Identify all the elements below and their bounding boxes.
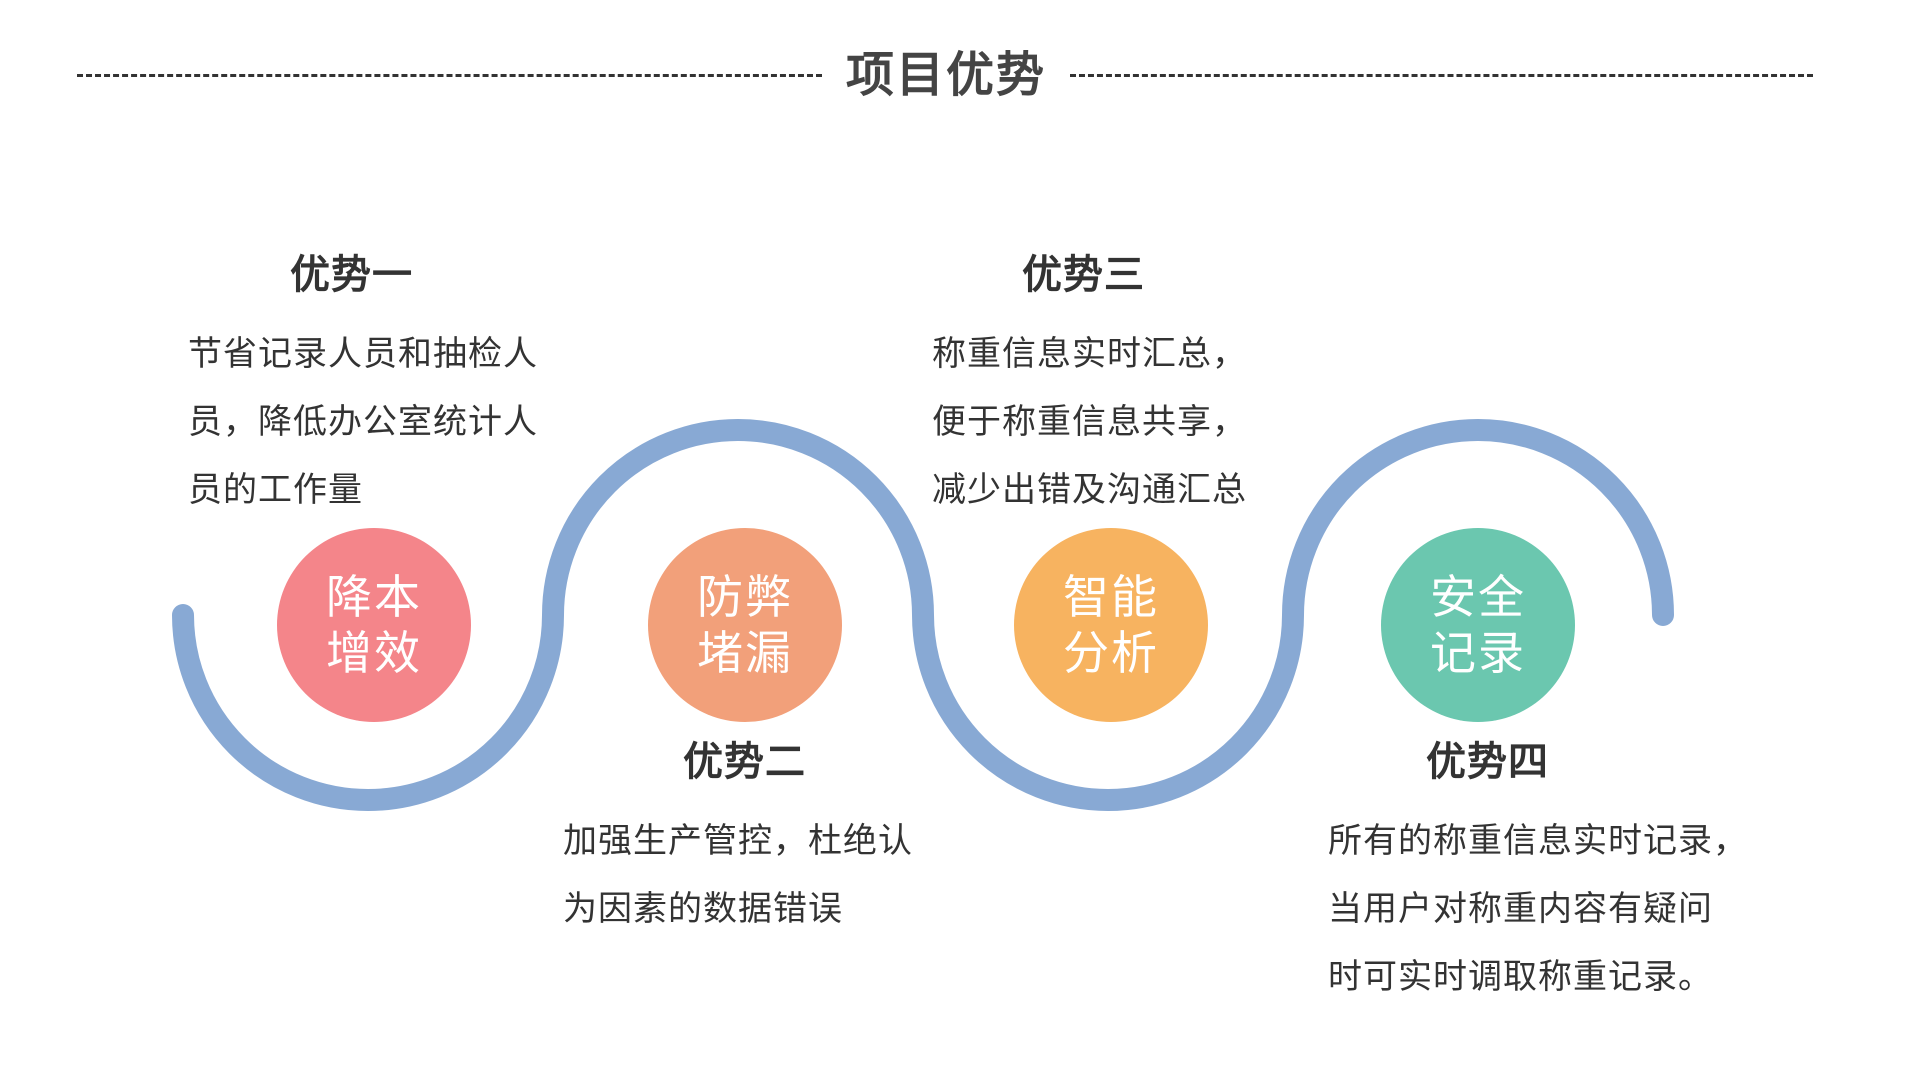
wave-path: [172, 419, 1674, 811]
advantage-2-heading: 优势二: [683, 738, 806, 785]
advantage-3-block: 优势三 称重信息实时汇总， 便于称重信息共享， 减少出错及沟通汇总: [932, 250, 1247, 524]
advantage-4-circle: 安全 记录: [1381, 528, 1575, 722]
advantage-2-block: 优势二 加强生产管控，杜绝认 为因素的数据错误: [563, 737, 913, 943]
page-title: 项目优势: [845, 47, 1046, 103]
divider-right: [1070, 74, 1813, 77]
advantage-3-heading: 优势三: [1022, 251, 1145, 298]
advantage-1-circle: 降本 增效: [277, 528, 471, 722]
advantage-1-heading: 优势一: [290, 251, 413, 298]
advantage-1-block: 优势一 节省记录人员和抽检人 员，降低办公室统计人 员的工作量: [188, 250, 538, 524]
advantage-3-desc-line-2: 便于称重信息共享，: [932, 402, 1247, 442]
advantage-1-desc-line-3: 员的工作量: [188, 470, 363, 510]
advantage-1-circle-line-1: 降本: [326, 570, 422, 624]
advantage-2-circle-line-2: 堵漏: [697, 626, 793, 680]
advantage-4-block: 优势四 所有的称重信息实时记录， 当用户对称重内容有疑问 时可实时调取称重记录。: [1328, 737, 1748, 1011]
advantage-4-desc-line-3: 时可实时调取称重记录。: [1328, 957, 1713, 997]
advantage-3-circle: 智能 分析: [1014, 528, 1208, 722]
advantage-2-circle-line-1: 防弊: [697, 570, 793, 624]
advantage-3-circle-line-1: 智能: [1063, 570, 1159, 624]
advantage-4-circle-line-2: 记录: [1430, 626, 1526, 680]
advantage-3-desc-line-1: 称重信息实时汇总，: [932, 334, 1247, 374]
advantage-2-desc-line-2: 为因素的数据错误: [563, 889, 843, 929]
advantage-1-circle-line-2: 增效: [326, 626, 422, 680]
advantage-2-circle: 防弊 堵漏: [648, 528, 842, 722]
section-header: 项目优势: [77, 40, 1813, 110]
advantage-2-desc-line-1: 加强生产管控，杜绝认: [563, 821, 913, 861]
advantage-3-circle-line-2: 分析: [1063, 626, 1159, 680]
advantage-4-heading: 优势四: [1426, 738, 1549, 785]
advantage-4-desc-line-1: 所有的称重信息实时记录，: [1328, 821, 1748, 861]
advantage-4-circle-line-1: 安全: [1430, 570, 1526, 624]
advantage-3-desc-line-3: 减少出错及沟通汇总: [932, 470, 1247, 510]
advantage-1-desc-line-2: 员，降低办公室统计人: [188, 402, 538, 442]
advantage-1-desc-line-1: 节省记录人员和抽检人: [188, 334, 538, 374]
advantage-4-desc-line-2: 当用户对称重内容有疑问: [1328, 889, 1713, 929]
divider-left: [77, 74, 822, 77]
